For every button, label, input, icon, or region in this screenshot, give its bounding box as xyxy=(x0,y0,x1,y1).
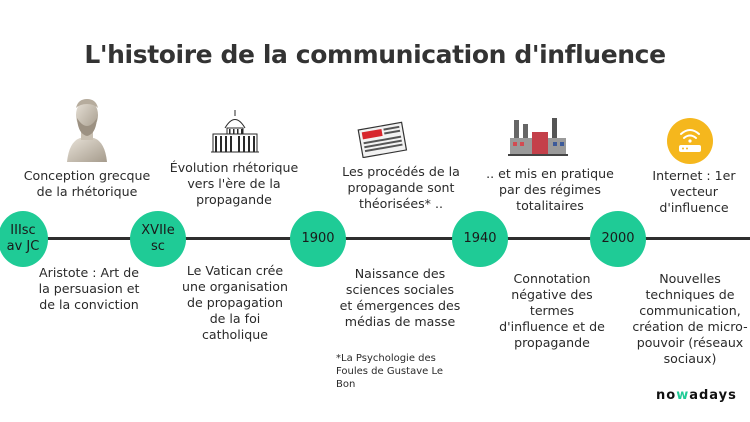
event-5-above-text: Internet : 1er vecteur d'influence xyxy=(652,168,736,215)
aristotle-bust-icon xyxy=(67,99,107,162)
page-title: L'histoire de la communication d'influen… xyxy=(84,40,666,69)
timeline-node-4: 1940 xyxy=(452,211,508,267)
event-2-below-text: Le Vatican crée une organisation de prop… xyxy=(182,263,288,342)
event-4-above-text: .. et mis en pratique par des régimes to… xyxy=(486,166,614,213)
timeline-node-3: 1900 xyxy=(290,211,346,267)
timeline-node-5: 2000 xyxy=(590,211,646,267)
newspaper-icon xyxy=(357,121,408,158)
event-3-above-text: Les procédés de la propagande sont théor… xyxy=(342,164,460,211)
timeline-node-2: XVIIe sc xyxy=(130,211,186,267)
factory-icon xyxy=(508,118,568,156)
event-3-below-text: Naissance des sciences sociales et émerg… xyxy=(339,266,461,329)
vatican-basilica-icon xyxy=(211,110,259,153)
event-1-below-text: Aristote : Art de la persuasion et de la… xyxy=(38,265,140,312)
logo-accent: w xyxy=(676,388,690,403)
footnote: *La Psychologie des Foules de Gustave Le… xyxy=(336,353,443,390)
timeline-node-1: IIIsc av JC xyxy=(0,211,48,267)
logo-part-2: adays xyxy=(689,388,737,403)
nowadays-logo: nowadays xyxy=(656,388,737,403)
event-1-above-text: Conception grecque de la rhétorique xyxy=(23,168,151,199)
wifi-router-icon xyxy=(667,118,713,164)
event-4-below-text: Connotation négative des termes d'influe… xyxy=(499,271,605,350)
timeline-line xyxy=(0,237,750,240)
logo-part-1: no xyxy=(656,388,677,403)
event-2-above-text: Évolution rhétorique vers l'ère de la pr… xyxy=(169,160,299,207)
event-5-below-text: Nouvelles techniques de communication, c… xyxy=(632,271,748,366)
